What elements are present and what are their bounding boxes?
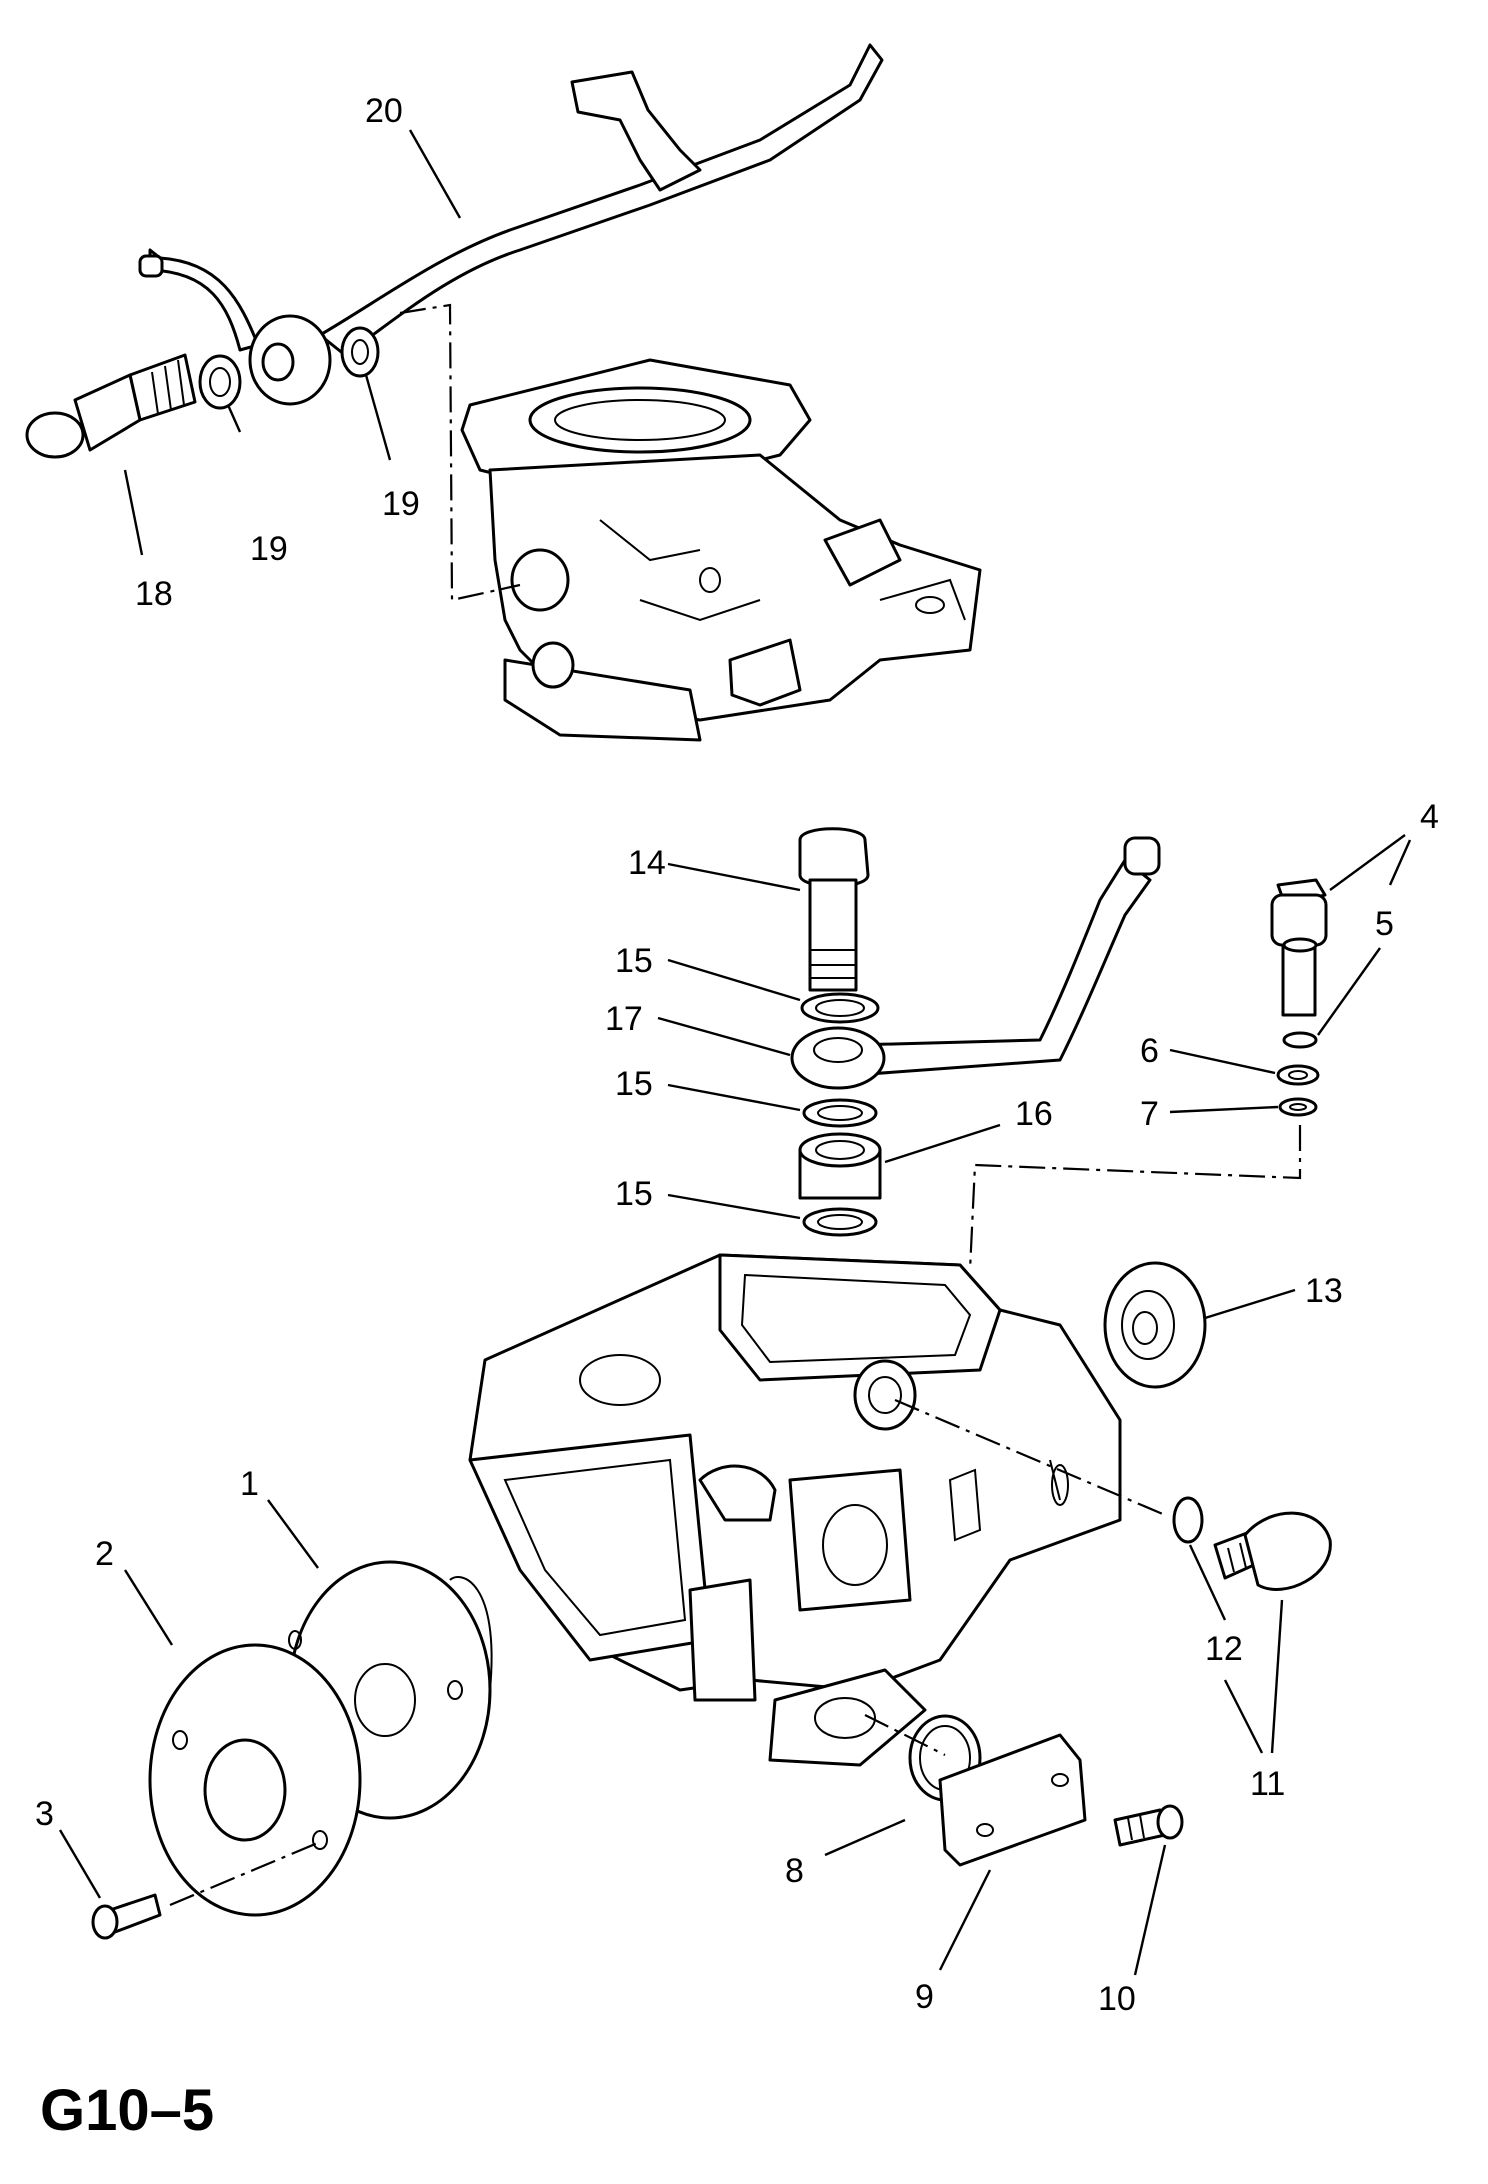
leader-3 xyxy=(58,1829,102,1899)
spacer-16 xyxy=(798,1132,882,1200)
sealing-washer-15c xyxy=(802,1207,878,1237)
assembly-line-upper xyxy=(399,303,521,602)
callout-10: 10 xyxy=(1098,1980,1136,2018)
hollow-screw-18 xyxy=(25,353,197,459)
leader-2 xyxy=(123,1569,174,1646)
leader-18 xyxy=(123,469,144,556)
callout-1: 1 xyxy=(240,1465,259,1503)
sealing-washer-15b xyxy=(802,1098,878,1128)
callout-12: 12 xyxy=(1205,1630,1243,1668)
sealing-ring-19a xyxy=(198,354,242,410)
assembly-line-cover xyxy=(864,1714,946,1756)
callout-15c: 15 xyxy=(615,1175,653,1213)
callout-13: 13 xyxy=(1305,1272,1343,1310)
leader-9 xyxy=(938,1869,992,1971)
leader-19a xyxy=(226,404,242,433)
leader-11a xyxy=(1223,1679,1264,1754)
plug-screw-11 xyxy=(1213,1511,1332,1591)
callout-16: 16 xyxy=(1015,1095,1053,1133)
banjo-fitting xyxy=(248,314,332,406)
leader-19b xyxy=(364,374,392,461)
leader-15b xyxy=(667,1083,801,1112)
seal-ring-5 xyxy=(1282,1031,1318,1049)
callout-15a: 15 xyxy=(615,942,653,980)
callout-5: 5 xyxy=(1375,905,1394,943)
leader-4a xyxy=(1329,834,1406,891)
callout-9: 9 xyxy=(915,1978,934,2016)
pump-body xyxy=(468,1253,1122,1767)
callout-20: 20 xyxy=(365,92,403,130)
screw-10 xyxy=(1113,1804,1184,1847)
leader-12 xyxy=(1188,1544,1227,1621)
callout-19b: 19 xyxy=(250,530,288,568)
screw-3 xyxy=(91,1893,162,1940)
callout-19a: 19 xyxy=(382,485,420,523)
banjo-bolt-14 xyxy=(798,827,870,992)
leader-6 xyxy=(1169,1048,1276,1075)
callout-17: 17 xyxy=(605,1000,643,1038)
diagram-code: G10–5 xyxy=(40,2078,214,2143)
leader-14 xyxy=(667,862,801,892)
assembly-line-valve xyxy=(968,1125,1302,1271)
leader-20 xyxy=(408,129,462,219)
shaft-seal-13 xyxy=(1103,1261,1207,1389)
cover-9 xyxy=(938,1733,1087,1867)
leader-8 xyxy=(824,1818,906,1857)
callout-11: 11 xyxy=(1250,1765,1285,1803)
leader-1 xyxy=(267,1499,319,1569)
seal-ring-12 xyxy=(1172,1496,1204,1544)
sealing-washer-15a xyxy=(800,992,880,1024)
seal-6 xyxy=(1276,1064,1320,1086)
callout-8: 8 xyxy=(785,1852,804,1890)
callout-labels: 20 19 19 18 14 15 17 15 16 15 4 5 6 7 13… xyxy=(35,92,1439,2018)
leader-lines xyxy=(58,129,1412,1976)
fuel-return-pipe xyxy=(138,43,884,357)
leader-13 xyxy=(1204,1288,1296,1320)
seal-7 xyxy=(1278,1097,1318,1117)
leader-10 xyxy=(1133,1844,1167,1976)
banjo-line-17 xyxy=(790,836,1161,1090)
leader-16 xyxy=(884,1123,1001,1164)
upper-pump-housing xyxy=(460,358,982,742)
leader-15c xyxy=(667,1193,801,1220)
callout-4: 4 xyxy=(1420,798,1439,836)
callout-14: 14 xyxy=(628,844,666,882)
callout-6: 6 xyxy=(1140,1032,1159,1070)
callout-7: 7 xyxy=(1140,1095,1159,1133)
valve-4 xyxy=(1270,878,1328,1017)
leader-4b xyxy=(1388,839,1412,886)
assembly-line-plug xyxy=(894,1398,1166,1517)
leader-7 xyxy=(1169,1105,1279,1114)
leader-15a xyxy=(667,958,801,1002)
leader-17 xyxy=(657,1016,791,1057)
leader-5 xyxy=(1317,947,1381,1036)
callout-2: 2 xyxy=(95,1535,114,1573)
callout-18: 18 xyxy=(135,575,173,613)
assembly-line-screw xyxy=(169,1840,321,1907)
sealing-ring-19b xyxy=(340,326,380,378)
leader-11b xyxy=(1270,1599,1284,1754)
flange-plate-2 xyxy=(148,1643,362,1917)
callout-15b: 15 xyxy=(615,1065,653,1103)
callout-3: 3 xyxy=(35,1795,54,1833)
